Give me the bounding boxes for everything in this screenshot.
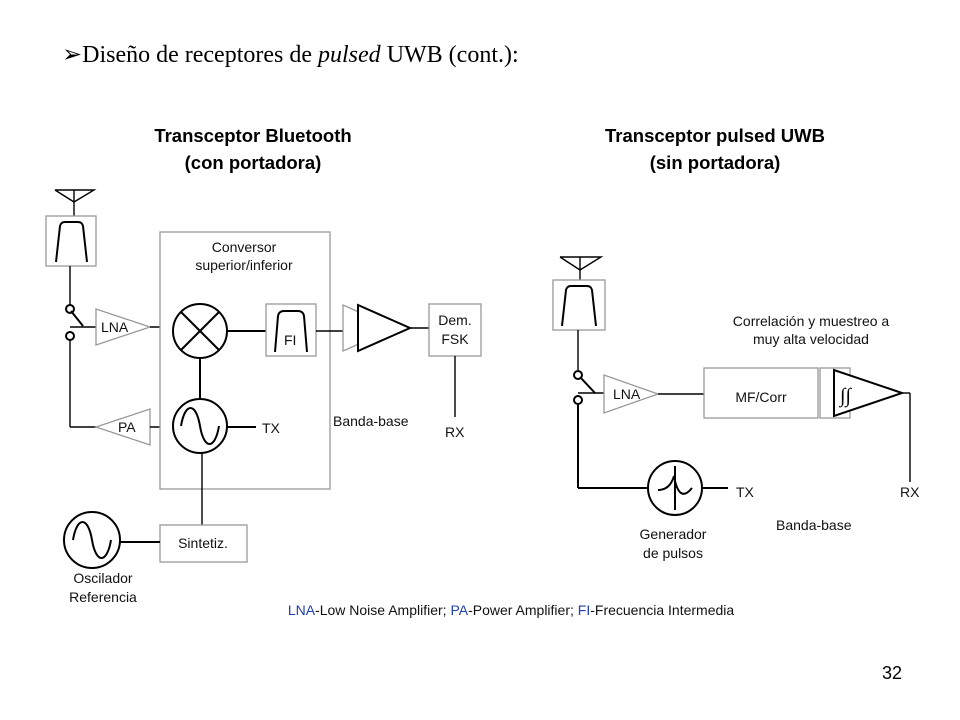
uwb-band-filter-icon: [552, 279, 606, 331]
heading-suffix: UWB (cont.):: [381, 42, 519, 68]
corr-label-line1: Correlación y muestreo a: [733, 313, 890, 329]
integrator-amplifier-icon: ∫∫: [819, 367, 906, 419]
heading-bullet: ➢: [62, 42, 82, 68]
converter-label-line2: superior/inferior: [195, 257, 293, 273]
corr-label-line2: muy alta velocidad: [753, 331, 869, 347]
limiting-amplifier-icon: [342, 303, 413, 353]
bluetooth-diagram: LNA PA Conversor superior/inferior FI: [45, 189, 482, 605]
legend-key-pa: PA: [450, 602, 468, 618]
uwb-lna-label: LNA: [613, 386, 641, 402]
heading-prefix: Diseño de receptores de: [82, 42, 318, 68]
pulse-generator-icon: [647, 460, 703, 516]
bluetooth-switch-arm: [70, 310, 84, 327]
dem-label-line2: FSK: [441, 331, 469, 347]
uwb-antenna-icon: [559, 256, 604, 280]
local-oscillator-icon: [172, 398, 228, 454]
uwb-rx-label: RX: [900, 484, 920, 500]
bluetooth-band-filter-icon: [45, 215, 97, 267]
integrator-symbol: ∫∫: [838, 385, 852, 408]
uwb-switch-bottom-node: [573, 395, 583, 405]
bluetooth-pa-amplifier: PA: [93, 408, 151, 446]
uwb-lna-amplifier: LNA: [603, 374, 660, 414]
legend-key-lna: LNA: [288, 602, 316, 618]
bluetooth-lna-label: LNA: [101, 319, 129, 335]
bluetooth-tx-label: TX: [262, 420, 281, 436]
uwb-diagram: LNA Correlación y muestreo a muy alta ve…: [552, 256, 920, 561]
heading-italic: pulsed: [316, 42, 382, 68]
osc-label-line2: Referencia: [69, 589, 137, 605]
bluetooth-antenna-icon: [54, 189, 97, 216]
bluetooth-rx-label: RX: [445, 424, 465, 440]
bluetooth-baseband-label: Banda-base: [333, 413, 409, 429]
fsk-demodulator-block: Dem. FSK: [428, 303, 482, 357]
legend-text-lna: -Low Noise Amplifier;: [315, 602, 450, 618]
bluetooth-title-line2: (con portadora): [185, 152, 322, 173]
dem-label-line1: Dem.: [438, 312, 471, 328]
gen-label-line2: de pulsos: [643, 545, 703, 561]
bluetooth-title-line1: Transceptor Bluetooth: [154, 125, 351, 146]
uwb-switch-arm: [579, 376, 596, 394]
reference-oscillator-icon: [63, 511, 121, 569]
legend-key-fi: FI: [578, 602, 590, 618]
page-number: 32: [882, 663, 902, 683]
uwb-baseband-label: Banda-base: [776, 517, 852, 533]
converter-label-line1: Conversor: [212, 239, 277, 255]
legend-text-pa: -Power Amplifier;: [468, 602, 578, 618]
abbreviation-legend: LNA-Low Noise Amplifier; PA-Power Amplif…: [288, 602, 735, 618]
uwb-tx-label: TX: [736, 484, 755, 500]
synthesizer-label: Sintetiz.: [178, 535, 228, 551]
slide-heading: ➢Diseño de receptores de pulsed UWB (con…: [62, 42, 519, 68]
uwb-title-line1: Transceptor pulsed UWB: [605, 125, 825, 146]
mf-corr-block: [703, 367, 819, 419]
mixer-icon: [172, 303, 228, 359]
bluetooth-switch-bottom-node: [65, 331, 75, 341]
fi-label: FI: [284, 332, 296, 348]
mf-corr-label: MF/Corr: [735, 389, 787, 405]
legend-text-fi: -Frecuencia Intermedia: [590, 602, 734, 618]
uwb-title-line2: (sin portadora): [650, 152, 781, 173]
bluetooth-lna-amplifier: LNA: [95, 308, 153, 346]
bluetooth-pa-label: PA: [118, 419, 136, 435]
osc-label-line1: Oscilador: [73, 570, 132, 586]
gen-label-line1: Generador: [640, 526, 707, 542]
synthesizer-block: [159, 524, 248, 563]
if-filter-icon: FI: [265, 303, 317, 357]
